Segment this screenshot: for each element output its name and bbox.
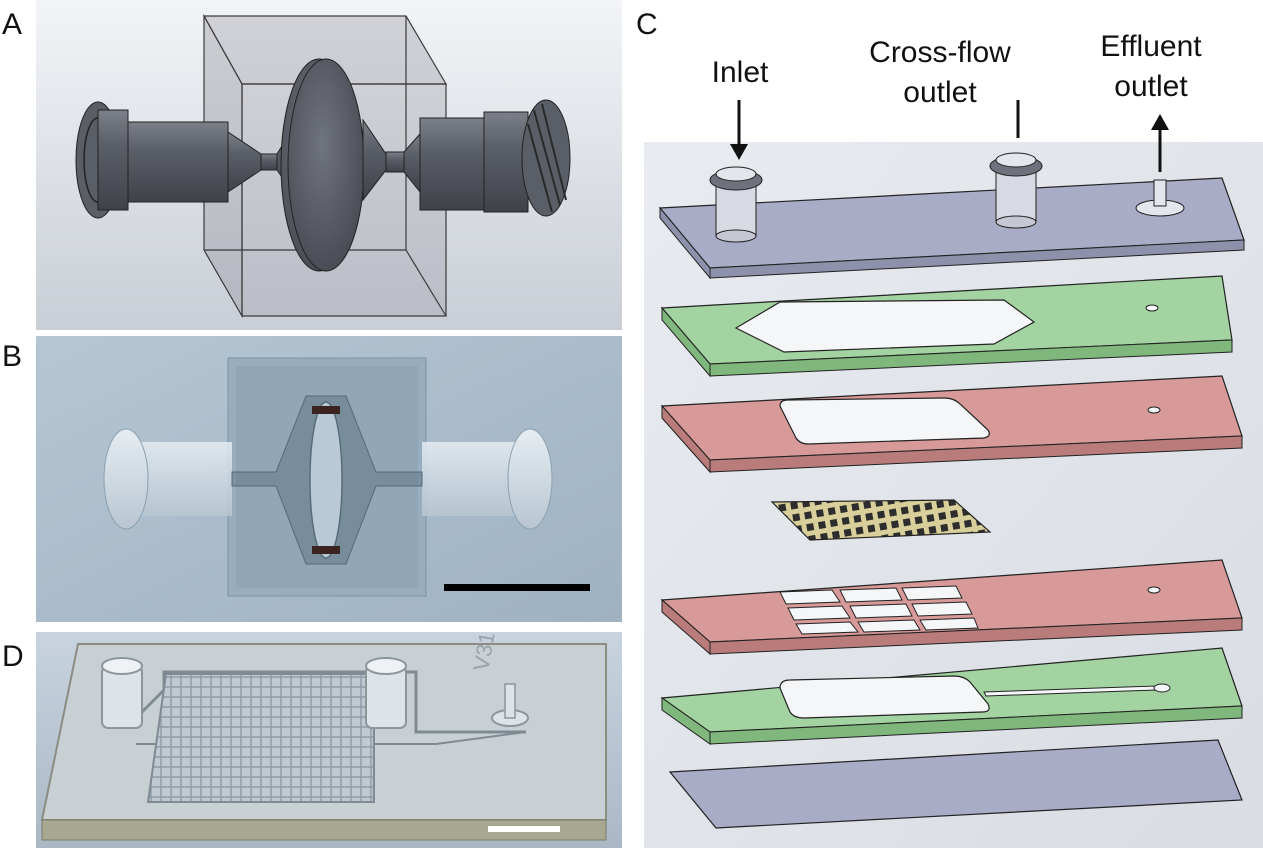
chip-port-right bbox=[491, 683, 529, 727]
label-effluent-line1: Effluent bbox=[1100, 30, 1202, 63]
green-gasket-layer-bottom bbox=[660, 647, 1243, 745]
label-effluent-line2: outlet bbox=[1114, 70, 1188, 103]
green-gasket-layer-top bbox=[660, 275, 1233, 378]
bottom-plate-layer bbox=[668, 739, 1243, 829]
panel-b-photo bbox=[36, 336, 622, 622]
panel-letter-d: D bbox=[2, 640, 24, 673]
top-plate-layer bbox=[658, 152, 1245, 280]
panel-a-render bbox=[36, 0, 622, 330]
red-membrane-support-layer-bottom bbox=[660, 559, 1243, 656]
panel-letter-c: C bbox=[636, 8, 658, 41]
label-crossflow-line1: Cross-flow bbox=[869, 36, 1011, 69]
panel-d-photo: V31B bbox=[36, 632, 622, 848]
panel-letter-a: A bbox=[2, 8, 23, 41]
chip-port-middle bbox=[365, 657, 407, 729]
left-connector bbox=[75, 101, 278, 219]
chip-port-left bbox=[101, 657, 143, 729]
scale-bar-d bbox=[488, 826, 560, 832]
scale-bar-b bbox=[444, 584, 590, 591]
panel-letter-b: B bbox=[2, 340, 23, 373]
label-crossflow-line2: outlet bbox=[903, 76, 977, 109]
filter-mesh bbox=[770, 499, 992, 541]
label-inlet: Inlet bbox=[711, 56, 769, 89]
right-connector bbox=[385, 99, 571, 217]
central-filter-disc bbox=[276, 58, 387, 272]
panel-c-exploded-view bbox=[644, 100, 1263, 848]
red-membrane-support-layer-top bbox=[660, 375, 1243, 474]
